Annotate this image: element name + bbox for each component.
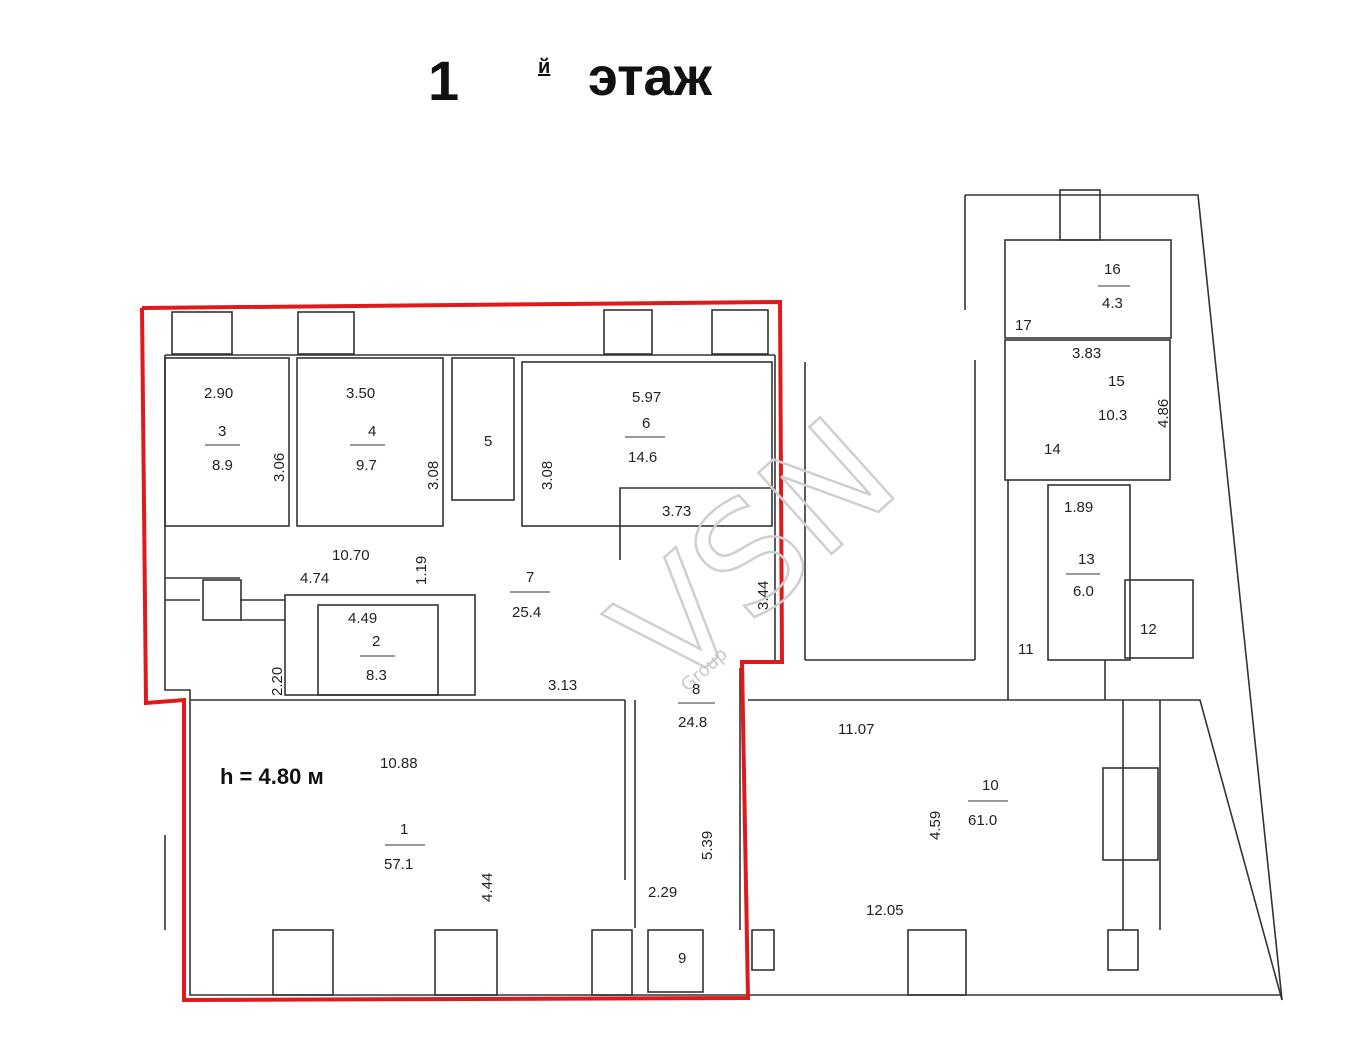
room-15-area: 10.3 [1098,407,1127,424]
room-3-number: 3 [218,423,226,440]
dim-label: 3.06 [271,453,288,482]
room-7-number: 7 [526,569,534,586]
room-10-area: 61.0 [968,812,997,829]
dim-label: 4.49 [348,610,377,627]
dim-label: 12.05 [866,902,904,919]
dim-label: 3.08 [425,461,442,490]
dim-label: 3.50 [346,385,375,402]
dim-label: 10.70 [332,547,370,564]
dim-label: 11.07 [838,721,874,738]
room-8-number: 8 [692,681,700,698]
room-13-number: 13 [1078,551,1095,568]
dim-label: 2.20 [269,667,286,696]
room-1-number: 1 [400,821,408,838]
dim-label: 3.08 [539,461,556,490]
room-6-number: 6 [642,415,650,432]
room-9-number: 9 [678,950,686,967]
room-15-number: 15 [1108,373,1125,390]
dim-label: 4.74 [300,570,329,587]
dim-label: 2.90 [204,385,233,402]
dim-label: 4.44 [479,873,496,902]
dim-label: 3.83 [1072,345,1101,362]
room-11-number: 11 [1018,641,1034,658]
room-12-number: 12 [1140,621,1157,638]
dim-label: 3.73 [662,503,691,520]
dim-label: 5.39 [699,831,716,860]
room-4-area: 9.7 [356,457,377,474]
room-8-area: 24.8 [678,714,707,731]
room-1-area: 57.1 [384,856,413,873]
walls [164,189,1283,1001]
room-6-area: 14.6 [628,449,657,466]
room-17-number: 17 [1015,317,1032,334]
room-4-number: 4 [368,423,376,440]
dim-label: 1.19 [413,556,430,585]
room-14-number: 14 [1044,441,1061,458]
floor-word: этаж [588,47,712,107]
room-2-number: 2 [372,633,380,650]
dim-label: 4.86 [1155,399,1172,428]
dim-label: 10.88 [380,755,418,772]
floor-number: 1 [428,49,460,112]
floor-suffix: й [538,56,551,78]
floor-title: 1 й этаж [0,40,1372,120]
room-16-number: 16 [1104,261,1121,278]
room-7-area: 25.4 [512,604,541,621]
room-10-number: 10 [982,777,999,794]
room-13-area: 6.0 [1073,583,1094,600]
dimension-labels: 2.90 3.50 5.97 3.06 3.08 3.08 10.70 1.19… [204,345,1172,919]
ceiling-height: h = 4.80 м [220,764,324,789]
dim-label: 4.59 [927,811,944,840]
dim-label: 3.13 [548,677,577,694]
room-2-area: 8.3 [366,667,387,684]
dim-label: 2.29 [648,884,677,901]
room-5-number: 5 [484,433,492,450]
dim-label: 1.89 [1064,499,1093,516]
room-3-area: 8.9 [212,457,233,474]
room-16-area: 4.3 [1102,295,1123,312]
highlight-boundary [140,299,785,1003]
dim-label: 3.44 [755,581,772,610]
room-labels: 3 8.9 4 9.7 5 6 14.6 7 25.4 2 8.3 8 24.8… [205,261,1157,967]
dim-label: 5.97 [632,389,661,406]
